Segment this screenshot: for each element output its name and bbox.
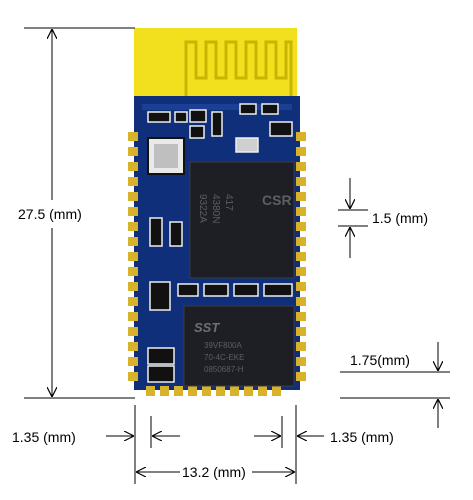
bluetooth-module: CSR 417 4380N 9322A SST 39VF800A 70-4C-E…: [128, 28, 306, 396]
bottom-pads: [146, 386, 281, 396]
right-pads: [296, 132, 306, 381]
main-chip: [189, 161, 295, 279]
antenna-trace: [184, 40, 293, 100]
main-chip-brand: CSR: [262, 192, 292, 208]
width-label: 13.2 (mm): [180, 464, 248, 480]
flash-chip-line-3: 0850687-H: [204, 365, 244, 374]
edge-bottom-label: 1.75(mm): [350, 352, 410, 368]
pad-pitch-dimension: [338, 178, 368, 258]
flash-chip: [183, 305, 295, 387]
pad-pitch-label: 1.5 (mm): [372, 210, 428, 226]
passive-components: [147, 103, 293, 383]
left-pads: [128, 132, 138, 381]
edge-bottom-dimension: [340, 342, 450, 428]
flash-chip-line-2: 70-4C-EKE: [204, 353, 244, 362]
edge-right-label: 1.35 (mm): [330, 429, 394, 445]
main-chip-line-1: 417: [223, 194, 234, 211]
width-dimension: [106, 405, 324, 484]
main-chip-line-3: 9322A: [197, 194, 208, 223]
main-chip-line-2: 4380N: [210, 194, 221, 223]
height-dimension: [24, 27, 135, 399]
flash-chip-brand: SST: [194, 320, 220, 335]
edge-left-label: 1.35 (mm): [12, 429, 76, 445]
flash-chip-line-1: 39VF800A: [204, 341, 242, 350]
height-label: 27.5 (mm): [18, 206, 82, 222]
